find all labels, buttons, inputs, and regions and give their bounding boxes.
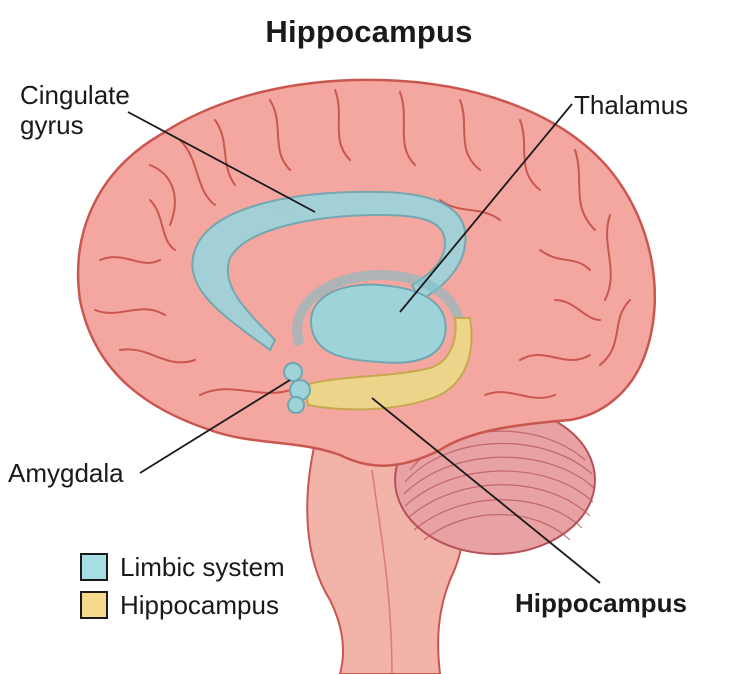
label-hippocampus: Hippocampus [515,588,687,618]
legend-swatch-hippocampus [80,591,108,619]
legend-item-hippocampus: Hippocampus [80,586,285,624]
legend-label-hippocampus: Hippocampus [120,589,279,620]
diagram-title: Hippocampus [265,14,473,49]
brain-sulci [94,89,631,399]
legend-swatch-limbic [80,553,108,581]
label-amygdala: Amygdala [8,458,124,488]
thalamus-region [309,283,447,364]
leader-lines [127,103,601,584]
amygdala-region [283,362,311,414]
legend: Limbic system Hippocampus [80,548,285,624]
label-thalamus: Thalamus [574,90,689,120]
legend-label-limbic: Limbic system [120,551,285,582]
legend-item-limbic: Limbic system [80,548,285,586]
label-cingulate-line1: Cingulate [20,80,130,110]
cingulate-gyrus-region [191,190,467,352]
label-cingulate-gyrus: Cingulate gyrus [20,80,130,140]
label-cingulate-line2: gyrus [20,110,84,140]
hippocampus-region [303,317,473,411]
